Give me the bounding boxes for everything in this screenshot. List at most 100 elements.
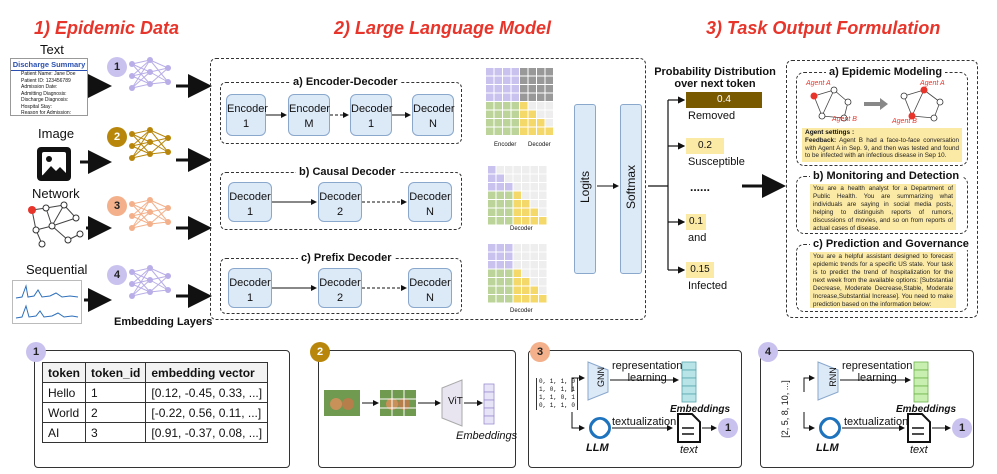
logits-to-softmax-arrow	[597, 183, 619, 189]
agent-feedback-box: Agent settings : Feedback: Agent B had a…	[802, 128, 962, 162]
discharge-line: Patient ID: 123456789	[21, 77, 71, 84]
discharge-line: Hospital Stay:	[21, 103, 52, 110]
attention-cell	[539, 295, 547, 303]
task-output-container	[786, 60, 978, 318]
attention-cell	[503, 68, 511, 76]
attention-cell	[545, 93, 553, 101]
attention-cell	[513, 174, 521, 182]
attention-cell	[488, 244, 496, 252]
attention-cell	[488, 191, 496, 199]
attention-cell	[520, 76, 528, 84]
attention-cell	[505, 295, 513, 303]
attention-cell	[496, 252, 504, 260]
table-header-embedding: embedding vector	[145, 362, 269, 383]
attention-cell	[539, 191, 547, 199]
matrix-label-decoder-b: Decoder	[510, 226, 533, 232]
attention-cell	[545, 76, 553, 84]
attention-cell	[496, 191, 504, 199]
section-title-task-output: 3) Task Output Formulation	[706, 18, 941, 38]
attention-cell	[522, 166, 530, 174]
attention-cell	[488, 200, 496, 208]
attention-cell	[530, 191, 538, 199]
attention-cell	[539, 200, 547, 208]
attention-cell	[488, 217, 496, 225]
attention-cell	[539, 278, 547, 286]
attention-cell	[505, 286, 513, 294]
input-number-2: 2	[107, 127, 127, 147]
attention-cell	[496, 261, 504, 269]
attention-cell	[486, 110, 494, 118]
encoder-decoder-title: a) Encoder-Decoder	[290, 76, 401, 88]
input-number-1: 1	[107, 57, 127, 77]
attention-cell	[537, 68, 545, 76]
attention-cell	[530, 278, 538, 286]
epidemic-modeling-title: a) Epidemic Modeling	[826, 66, 946, 78]
attention-cell	[530, 269, 538, 277]
panel-4-number: 4	[758, 342, 778, 362]
attention-cell	[505, 278, 513, 286]
monitoring-prompt-box: You are a health analyst for a Departmen…	[810, 184, 956, 232]
attention-cell	[496, 295, 504, 303]
attention-cell	[486, 127, 494, 135]
gnn-label: GNN	[596, 367, 606, 387]
attention-cell	[513, 295, 521, 303]
attention-cell	[496, 183, 504, 191]
agent-settings-label: Agent settings :	[805, 129, 855, 136]
attention-cell	[537, 93, 545, 101]
attention-cell	[528, 102, 536, 110]
attention-cell	[545, 102, 553, 110]
attention-cell	[528, 119, 536, 127]
attention-cell	[513, 166, 521, 174]
prob-token-infected: Infected	[688, 280, 728, 292]
attention-cell	[522, 208, 530, 216]
attention-cell	[505, 244, 513, 252]
discharge-summary-doc: Discharge Summary Patient Name: Jane Doe…	[10, 58, 88, 116]
attention-cell	[539, 208, 547, 216]
attention-cell	[488, 269, 496, 277]
attention-cell	[511, 119, 519, 127]
attention-cell	[520, 102, 528, 110]
softmax-bar	[620, 104, 642, 274]
attention-cell	[513, 269, 521, 277]
attention-cell	[545, 68, 553, 76]
attention-cell	[511, 110, 519, 118]
discharge-line: Admitting Diagnosis:	[21, 90, 67, 97]
attention-cell	[503, 127, 511, 135]
attention-cell	[520, 119, 528, 127]
logits-bar	[574, 104, 596, 274]
panel-3-llm-label: LLM	[586, 442, 609, 454]
panel-3-representation-label: representation learning	[612, 360, 683, 384]
discharge-summary-title: Discharge Summary	[11, 60, 87, 71]
attention-cell	[520, 85, 528, 93]
attention-cell	[488, 295, 496, 303]
attention-cell	[505, 261, 513, 269]
panel-4-sequence-embedding	[760, 350, 974, 468]
attention-cell	[503, 76, 511, 84]
attention-cell	[528, 76, 536, 84]
panel-1-number: 1	[26, 342, 46, 362]
panel-1-text-embedding	[34, 350, 290, 468]
attention-cell	[522, 174, 530, 182]
input-label-network: Network	[32, 186, 80, 201]
panel-3-textualization-label: textualization	[612, 416, 677, 428]
attention-cell	[530, 174, 538, 182]
prob-token-and: and	[688, 232, 707, 244]
encoder-decoder-attention-matrix	[486, 68, 553, 135]
prefix-decoder-title: c) Prefix Decoder	[298, 252, 395, 264]
attention-cell	[530, 183, 538, 191]
attention-cell	[488, 252, 496, 260]
panel-4-output-number: 1	[952, 418, 972, 438]
input-label-text: Text	[40, 42, 64, 57]
attention-cell	[522, 252, 530, 260]
attention-cell	[539, 286, 547, 294]
attention-cell	[494, 110, 502, 118]
attention-cell	[496, 166, 504, 174]
attention-cell	[513, 244, 521, 252]
attention-cell	[530, 244, 538, 252]
attention-cell	[522, 261, 530, 269]
attention-cell	[505, 208, 513, 216]
monitoring-detection-title: b) Monitoring and Detection	[810, 170, 963, 182]
